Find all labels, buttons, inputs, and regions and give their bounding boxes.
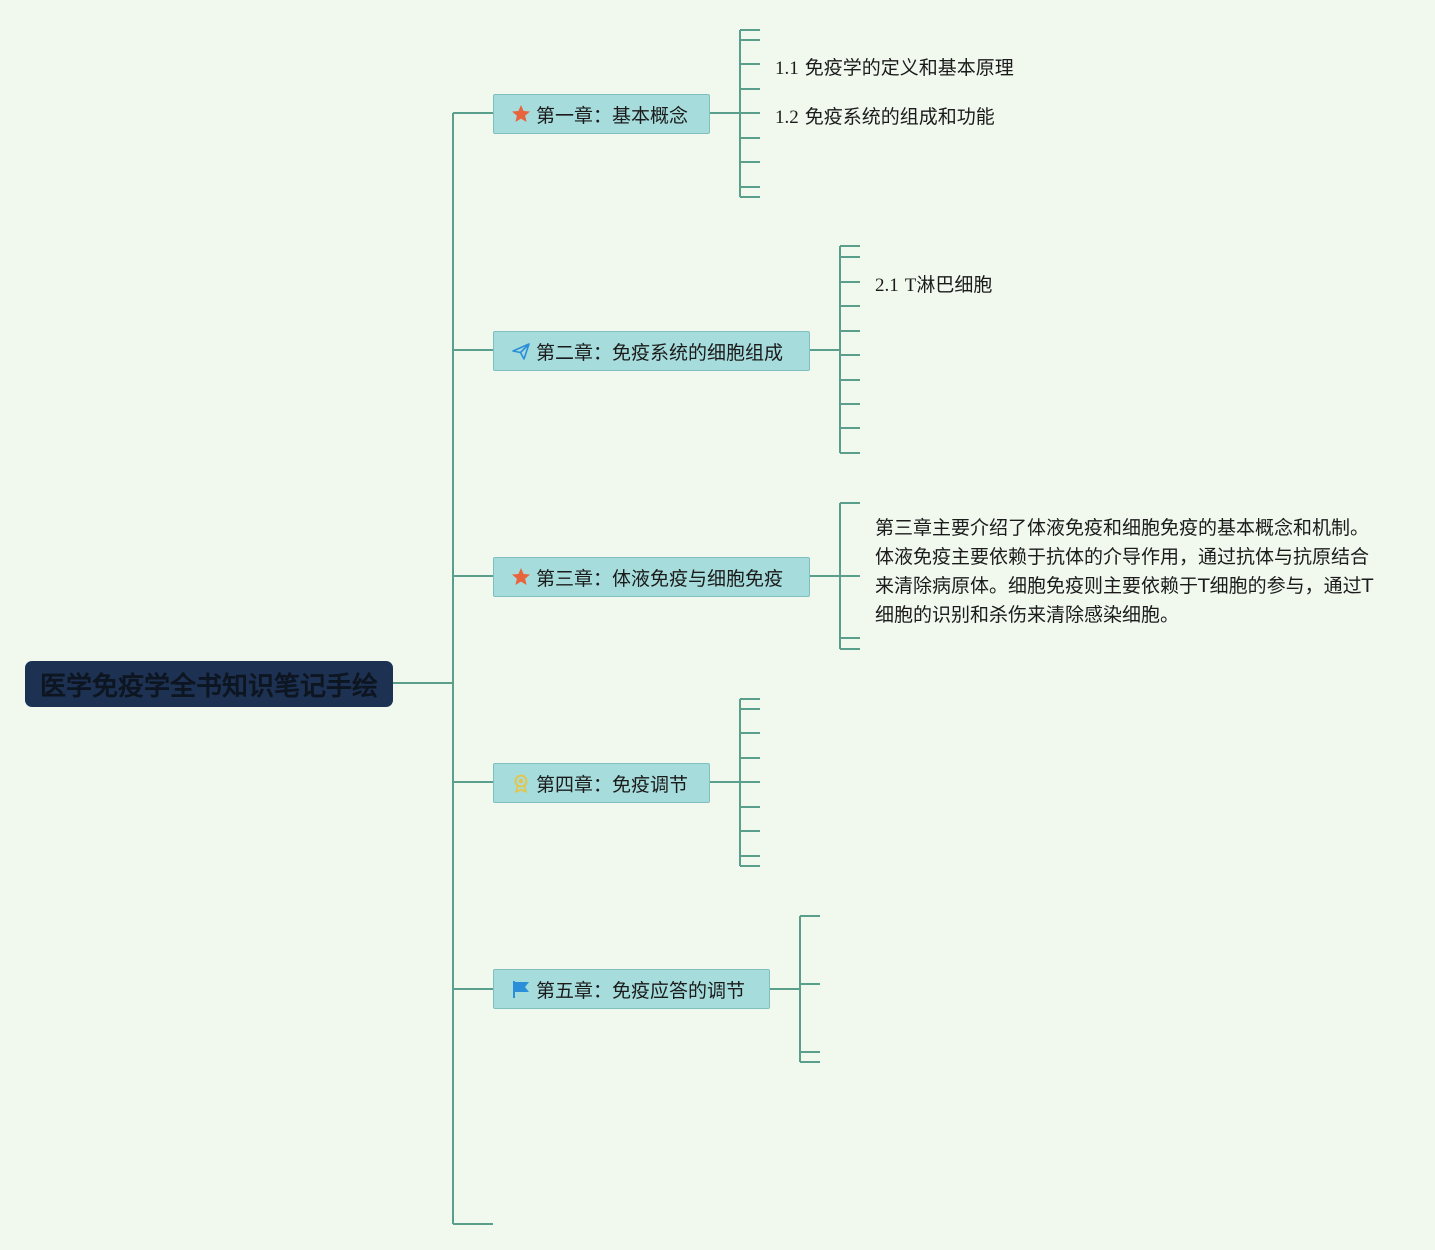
chapter-5-label: 第五章：免疫应答的调节 (536, 979, 746, 1002)
chapter-3-label: 第三章：体液免疫与细胞免疫 (536, 567, 784, 590)
chapter-3-node[interactable]: 第三章：体液免疫与细胞免疫 (493, 557, 810, 597)
chapter-2-node[interactable]: 第二章：免疫系统的细胞组成 (493, 331, 810, 371)
chapter-1-label: 第一章：基本概念 (536, 104, 689, 127)
chapter-2-label: 第二章：免疫系统的细胞组成 (536, 341, 784, 364)
medal-icon (510, 772, 532, 794)
chapter-1-node[interactable]: 第一章：基本概念 (493, 94, 710, 134)
chapter-5-node[interactable]: 第五章：免疫应答的调节 (493, 969, 770, 1009)
chapter-4-node[interactable]: 第四章：免疫调节 (493, 763, 710, 803)
star-icon (510, 103, 532, 125)
chapter-4-label: 第四章：免疫调节 (536, 773, 689, 796)
flag-icon (510, 978, 532, 1000)
star-icon (510, 566, 532, 588)
paper-plane-icon (510, 340, 532, 362)
chapter-3-summary[interactable]: 第三章主要介绍了体液免疫和细胞免疫的基本概念和机制。体液免疫主要依赖于抗体的介导… (875, 517, 1374, 626)
root-topic[interactable]: 医学免疫学全书知识笔记手绘 (25, 661, 393, 707)
